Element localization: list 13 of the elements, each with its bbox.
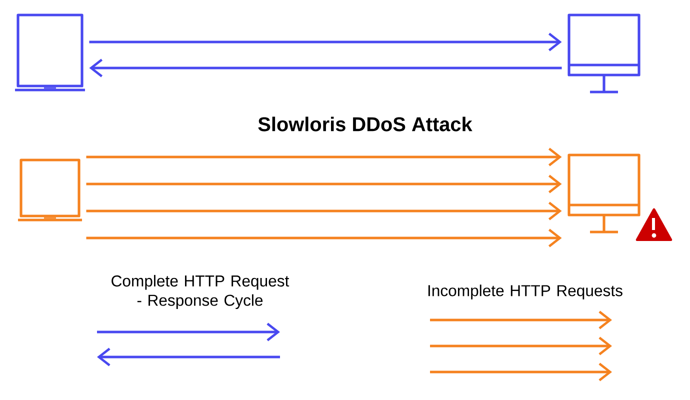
monitor-drawing — [568, 154, 672, 241]
title: Slowloris DDoS Attack — [258, 116, 472, 132]
laptop-drawing — [18, 158, 82, 222]
arrow — [86, 228, 562, 248]
arrow — [86, 202, 562, 220]
monitor-drawing — [568, 14, 640, 94]
arrow — [86, 148, 562, 166]
arrow — [86, 174, 562, 194]
arrow — [89, 58, 562, 78]
legend-text: Complete HTTP Request - Response Cycle — [112, 274, 290, 310]
arrow — [89, 32, 562, 52]
laptop-drawing — [15, 14, 85, 92]
legend-text: Incomplete HTTP Requests — [428, 284, 622, 300]
